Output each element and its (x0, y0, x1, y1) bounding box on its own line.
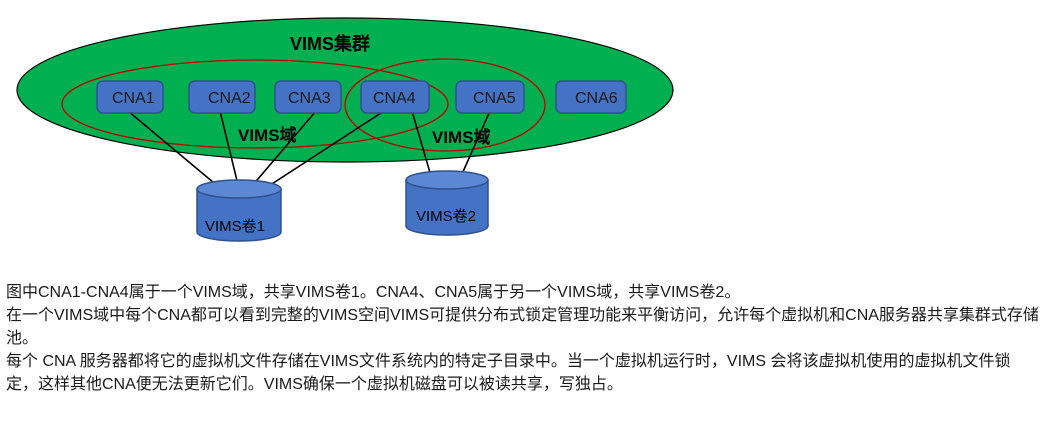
domain-label-2: VIMS域 (432, 127, 491, 147)
cna-node: CNA3 (274, 80, 342, 114)
vims-cluster (16, 17, 674, 163)
cna-node: CNA6 (555, 80, 627, 114)
caption-paragraph: 图中CNA1-CNA4属于一个VIMS域，共享VIMS卷1。CNA4、CNA5属… (6, 284, 741, 301)
cna-node-label: CNA5 (473, 90, 516, 107)
cna-node-label: CNA4 (373, 90, 416, 107)
link-cna4-vol2 (411, 110, 434, 184)
caption-text: 图中CNA1-CNA4属于一个VIMS域，共享VIMS卷1。CNA4、CNA5属… (6, 281, 1042, 396)
cna-node: CNA4 (360, 80, 430, 114)
vims-domain-1 (61, 59, 449, 149)
link-cna1-vol1 (127, 110, 227, 194)
caption-paragraph: 每个 CNA 服务器都将它的虚拟机文件存储在VIMS文件系统内的特定子目录中。当… (6, 353, 1011, 393)
vims-cluster-diagram: VIMS集群 CNA1 CNA2 CNA3 CNA4 CNA5 CNA6 VIM… (16, 17, 674, 242)
domain-label-1: VIMS域 (238, 125, 297, 145)
cna-node: CNA5 (455, 80, 525, 114)
volume-label: VIMS卷1 (205, 218, 265, 235)
vims-volume-2: VIMS卷2 (405, 170, 489, 236)
caption-paragraph: 在一个VIMS域中每个CNA都可以看到完整的VIMS空间VIMS可提供分布式锁定… (6, 307, 1039, 347)
vims-domain-2 (344, 58, 546, 152)
cna-node: CNA2 (188, 80, 256, 114)
cluster-label: VIMS集群 (290, 33, 370, 54)
cna-node-label: CNA2 (208, 90, 251, 107)
vims-volume-1: VIMS卷1 (196, 179, 282, 242)
cna-node-label: CNA6 (575, 90, 618, 107)
volume-label: VIMS卷2 (416, 208, 476, 225)
cna-node-label: CNA3 (288, 90, 331, 107)
connections (127, 110, 491, 194)
cna-node-label: CNA1 (112, 90, 155, 107)
cna-node: CNA1 (96, 80, 164, 114)
link-cna3-vol1 (245, 110, 317, 194)
link-cna4-vol1 (257, 110, 385, 194)
